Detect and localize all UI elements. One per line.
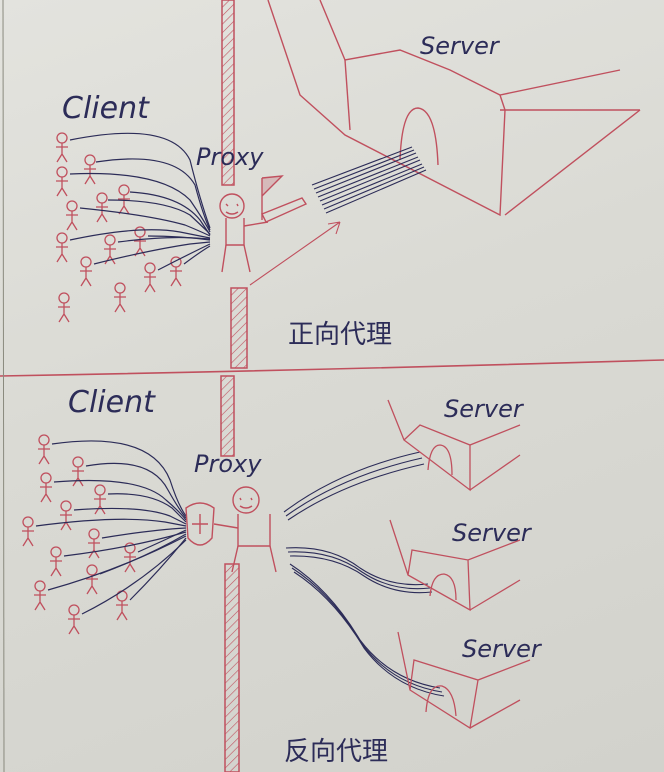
wall-top [221,0,235,186]
request-streaks-reverse [283,451,445,697]
wall-bottom-lower [224,563,240,772]
wall-bottom-upper [220,375,235,457]
server-label-reverse-2: Server [452,519,533,547]
forward-arrow [249,221,341,286]
server-label-forward: Server [420,32,501,60]
client-label-forward: Client [62,91,150,126]
caption-reverse: 反向代理 [284,737,388,767]
reverse-proxy-panel: Client [22,375,543,772]
server-castles-reverse [387,399,531,730]
server-label-reverse-1: Server [444,395,525,423]
proxy-figure-forward [219,175,308,273]
client-crowd-forward [56,132,182,323]
client-lines-reverse [35,440,187,615]
proxy-label-forward: Proxy [196,143,264,171]
proxy-label-reverse: Proxy [194,450,262,478]
server-label-reverse-3: Server [462,635,543,663]
client-crowd-reverse [22,434,136,635]
request-streak-forward [311,146,427,214]
proxy-figure-reverse [185,486,277,573]
server-castle-forward [267,0,641,217]
client-lines-forward [69,132,211,271]
shield-icon [185,502,215,546]
panel-divider [0,359,664,377]
wall-top-lower [230,287,248,369]
caption-forward: 正向代理 [288,320,392,350]
paper-edge [2,0,5,772]
forward-proxy-panel: Server Client [56,0,641,369]
client-label-reverse: Client [68,385,156,420]
